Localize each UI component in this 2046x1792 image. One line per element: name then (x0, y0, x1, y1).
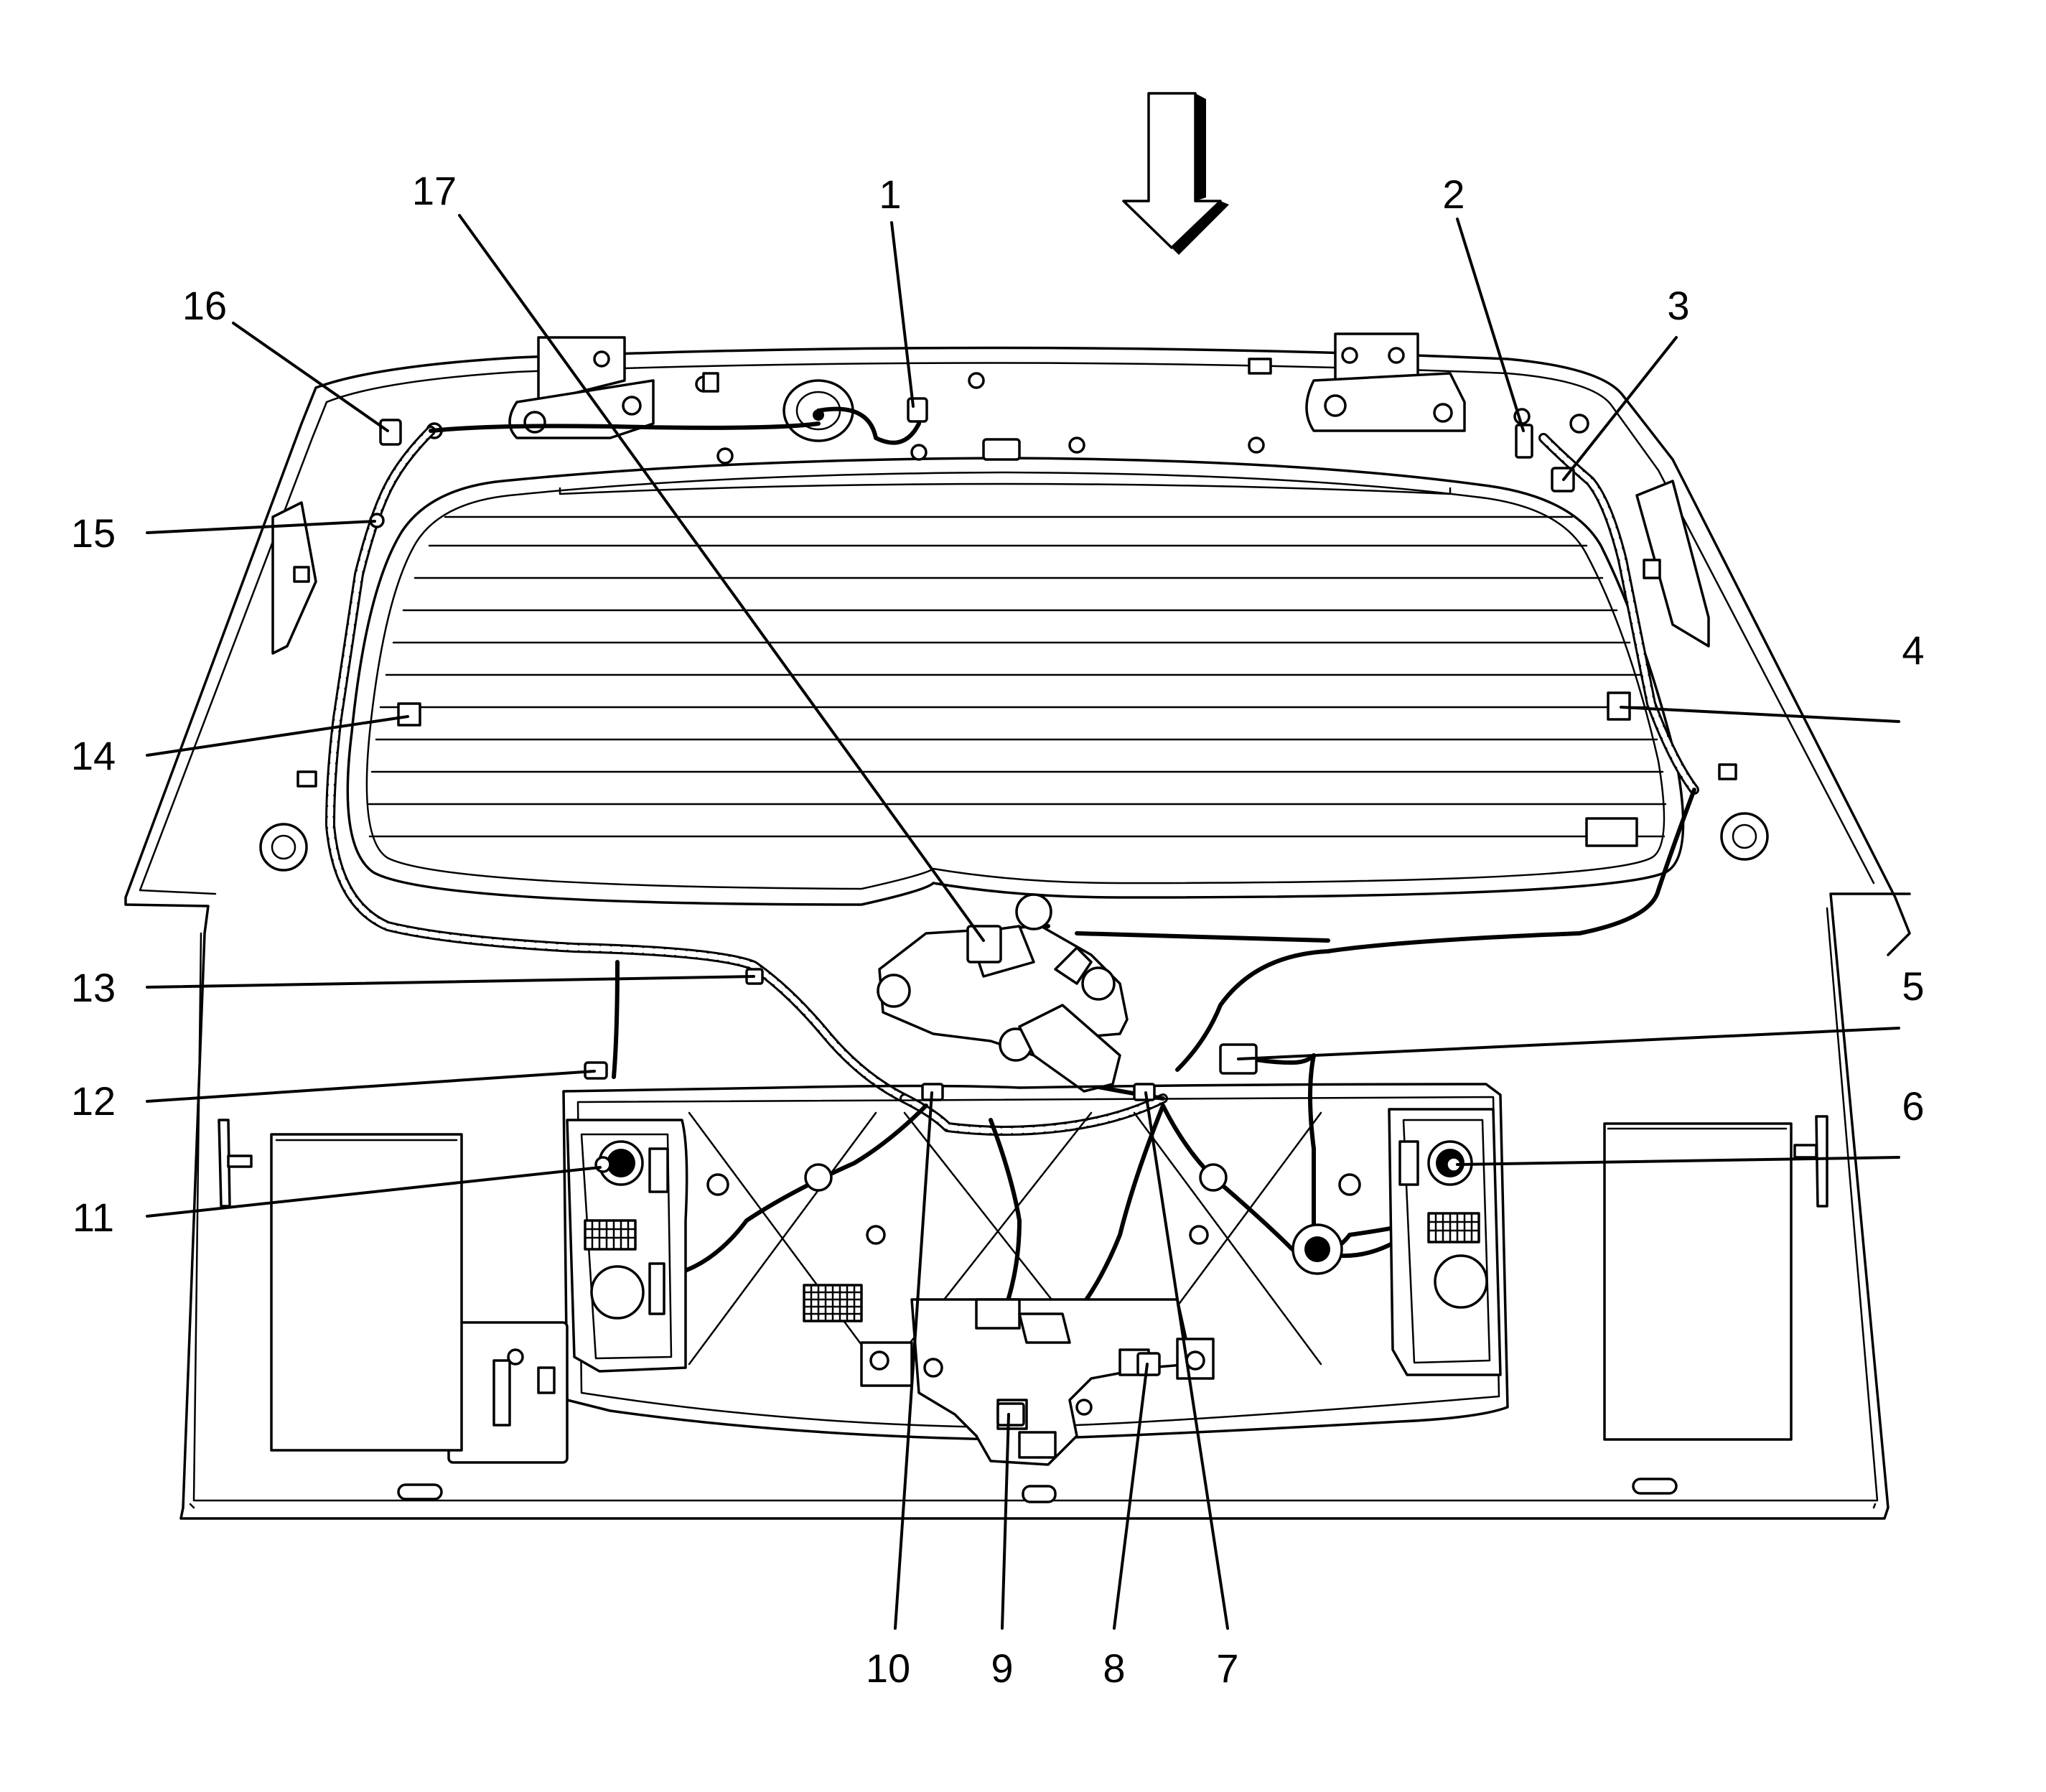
wiper-motor-assembly (877, 893, 1129, 1093)
callout-2: 2 (1442, 172, 1465, 217)
left-tail-lamp (566, 1119, 688, 1373)
latch-assembly (860, 1298, 1215, 1503)
connector-1 (907, 397, 928, 423)
view-direction-arrow (1122, 92, 1229, 255)
connector-4 (1607, 691, 1631, 721)
callout-labels: 1 2 3 4 5 6 7 8 9 10 11 12 13 14 15 16 1… (71, 168, 1925, 1691)
callout-6: 6 (1902, 1083, 1924, 1129)
connector-16 (379, 419, 402, 446)
callout-8: 8 (1103, 1646, 1125, 1691)
callout-1: 1 (879, 172, 901, 217)
callout-16: 16 (182, 283, 227, 328)
left-mount-plate (447, 1321, 569, 1464)
rear-window-glass (346, 457, 1685, 906)
callout-4: 4 (1902, 627, 1924, 673)
connector-14 (397, 702, 421, 727)
callout-14: 14 (71, 733, 116, 778)
panel-fasteners (259, 358, 1769, 872)
connector-9 (996, 1402, 1025, 1427)
callout-12: 12 (71, 1078, 116, 1124)
connector-17 (966, 925, 1002, 963)
callout-3: 3 (1667, 283, 1689, 328)
left-recess (270, 1133, 463, 1452)
callout-15: 15 (71, 510, 116, 556)
callout-5: 5 (1902, 963, 1924, 1009)
lower-trim-panel (562, 1083, 1509, 1441)
lower-grommet (1291, 1223, 1343, 1275)
callout-9: 9 (991, 1646, 1013, 1691)
connector-7 (1133, 1083, 1156, 1101)
connector-11 (594, 1156, 612, 1173)
leader-lines (146, 214, 1900, 1630)
callout-13: 13 (71, 965, 116, 1010)
callout-7: 7 (1216, 1646, 1238, 1691)
callout-17: 17 (412, 168, 457, 213)
right-tail-lamp (1388, 1108, 1502, 1376)
callout-11: 11 (73, 1195, 114, 1240)
callout-10: 10 (866, 1646, 910, 1691)
right-hinge (1305, 332, 1466, 432)
connector-2 (1515, 424, 1533, 459)
right-recess (1603, 1122, 1793, 1441)
